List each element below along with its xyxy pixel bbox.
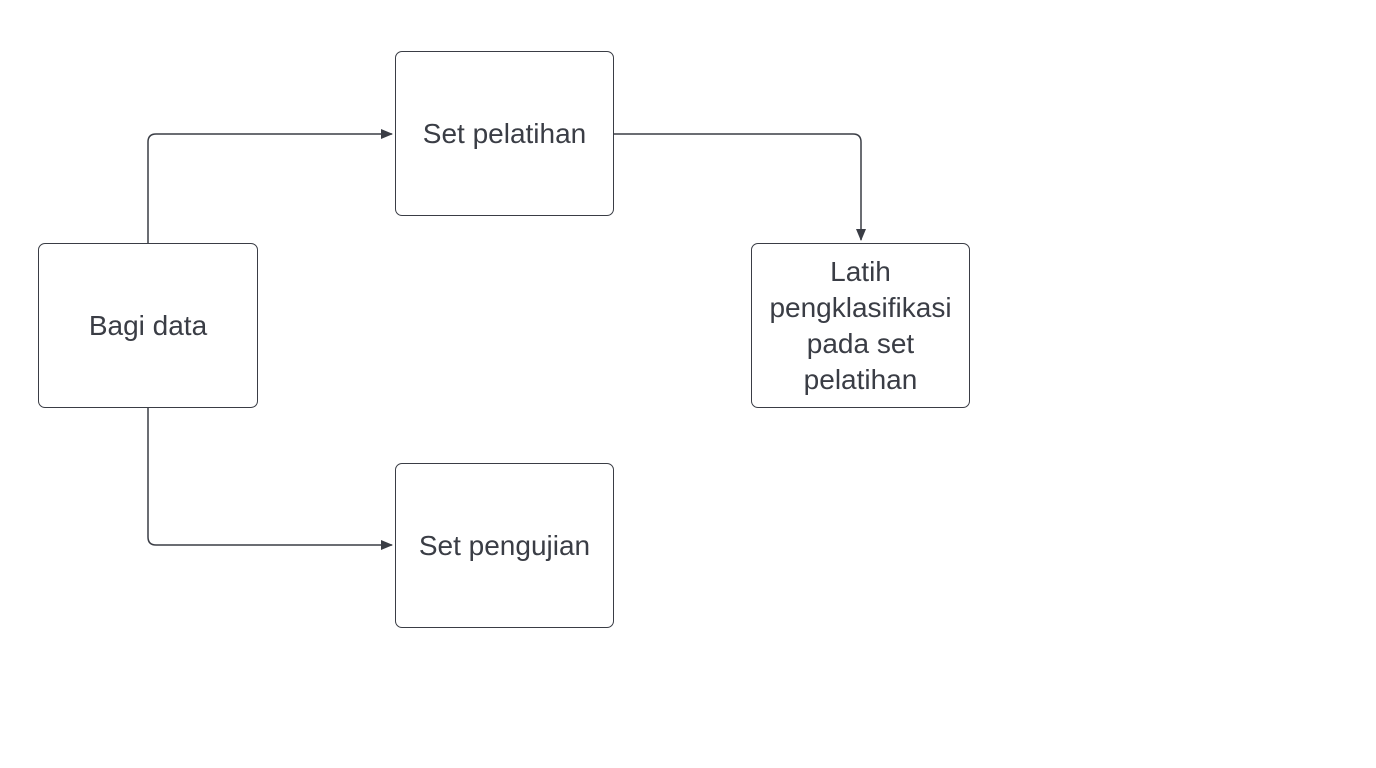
node-bagi-data-label: Bagi data <box>88 309 208 341</box>
node-bagi-data[interactable]: Bagi data <box>38 243 258 408</box>
connector-bagi-to-train <box>147 129 393 243</box>
node-test-set[interactable]: Set pengujian <box>395 463 614 628</box>
node-training-set-label: Set pelatihan <box>422 117 587 149</box>
node-train-classifier-label: Latih pengklasifikasi pada set pelatihan <box>769 255 952 395</box>
connector-bagi-to-test <box>147 408 393 550</box>
node-test-set-label: Set pengujian <box>418 529 591 561</box>
connector-train-to-latih <box>614 133 866 241</box>
node-train-classifier[interactable]: Latih pengklasifikasi pada set pelatihan <box>751 243 970 408</box>
node-training-set[interactable]: Set pelatihan <box>395 51 614 216</box>
